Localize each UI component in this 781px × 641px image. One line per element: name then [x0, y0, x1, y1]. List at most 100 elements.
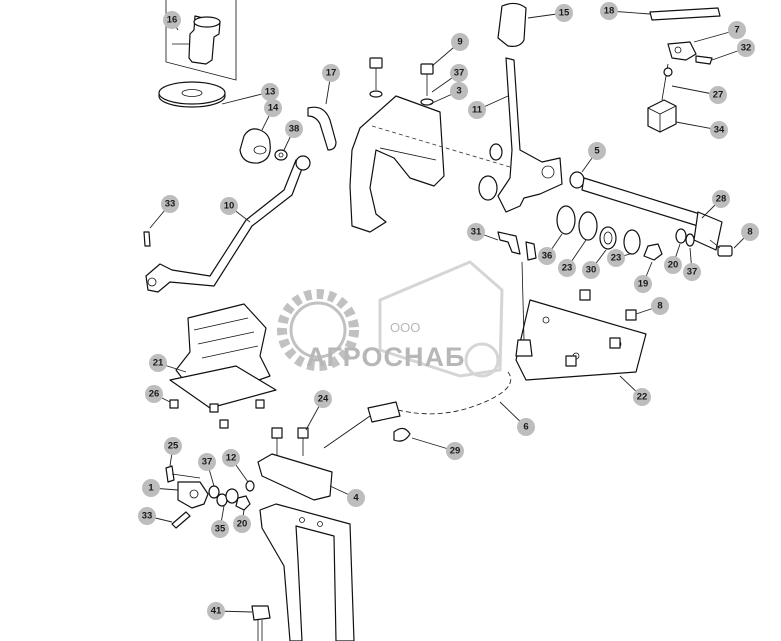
linkage-small: [525, 241, 537, 261]
callout-bubble: [517, 418, 535, 436]
callout-4: 4: [347, 489, 365, 507]
callout-7: 7: [728, 21, 746, 39]
callout-12: 12: [222, 449, 240, 467]
callout-23: 23: [607, 249, 625, 267]
nut-19: [643, 243, 663, 261]
callout-bubble: [264, 99, 282, 117]
callout-bubble: [347, 489, 365, 507]
callout-number: 37: [454, 68, 465, 79]
bolts-24: [271, 427, 309, 456]
callout-16: 16: [163, 11, 181, 29]
callout-number: 20: [237, 519, 248, 530]
washer-left-1: [478, 175, 498, 201]
callout-37: 37: [450, 64, 468, 82]
screws-26: [169, 399, 265, 429]
part-7-latch: [667, 41, 697, 61]
callout-18: 18: [600, 2, 618, 20]
callout-37: 37: [683, 263, 701, 281]
callout-number: 23: [562, 263, 573, 274]
callout-bubble: [149, 354, 167, 372]
part-11-shift-lever: [497, 57, 563, 213]
callout-bubble: [285, 120, 303, 138]
callout-number: 22: [637, 392, 648, 403]
callout-bubble: [450, 64, 468, 82]
callout-bubble: [211, 520, 229, 538]
watermark: ООО АГРОСНАБ: [277, 260, 504, 378]
callout-21: 21: [149, 354, 167, 372]
bolt-top-left: [369, 57, 383, 98]
watermark-company-name: АГРОСНАБ: [306, 342, 465, 372]
callout-20: 20: [233, 515, 251, 533]
callout-bubble: [558, 259, 576, 277]
callout-33: 33: [138, 507, 156, 525]
callout-bubble: [222, 449, 240, 467]
washer-23b: [623, 229, 641, 255]
callout-bubble: [451, 33, 469, 51]
callout-30: 30: [582, 261, 600, 279]
bolt-top-right: [420, 63, 434, 106]
part-16-knob: [172, 15, 221, 65]
callout-bubble: [207, 602, 225, 620]
callout-8: 8: [741, 223, 759, 241]
bolt-41: [251, 605, 271, 641]
watermark-harvester-icon: [378, 260, 504, 378]
callout-bubble: [728, 21, 746, 39]
part-31-clip: [497, 231, 521, 255]
callout-number: 16: [167, 15, 178, 26]
callout-3: 3: [450, 82, 468, 100]
bolt-25: [165, 465, 201, 483]
callout-number: 14: [268, 103, 279, 114]
callout-bubble: [588, 142, 606, 160]
callout-number: 13: [265, 87, 276, 98]
callout-number: 33: [142, 511, 153, 522]
nut-20b: [235, 495, 251, 511]
callout-bubble: [450, 82, 468, 100]
callout-number: 6: [523, 422, 528, 433]
callout-number: 23: [611, 253, 622, 264]
callout-number: 19: [638, 279, 649, 290]
callout-13: 13: [261, 83, 279, 101]
callout-9: 9: [451, 33, 469, 51]
callout-bubble: [710, 121, 728, 139]
callout-bubble: [314, 390, 332, 408]
callout-number: 9: [457, 37, 462, 48]
callout-number: 4: [353, 493, 359, 504]
callout-36: 36: [538, 247, 556, 265]
callout-number: 3: [456, 86, 461, 97]
washer-35: [216, 488, 239, 507]
part-28-shaft: [581, 177, 723, 251]
callout-bubble: [233, 515, 251, 533]
part-10-rod: [145, 155, 311, 293]
callout-number: 35: [215, 524, 226, 535]
callout-bubble: [664, 256, 682, 274]
callout-number: 34: [714, 125, 725, 136]
callout-bubble: [600, 2, 618, 20]
callout-bubble: [142, 479, 160, 497]
callout-bubble: [261, 83, 279, 101]
callout-31: 31: [467, 223, 485, 241]
callout-number: 10: [224, 201, 235, 212]
callout-bubble: [709, 86, 727, 104]
part-1-arm: [177, 481, 209, 509]
callout-number: 29: [450, 446, 461, 457]
main-bracket: [349, 95, 521, 233]
callout-bubble: [446, 442, 464, 460]
part-32-pin: [695, 55, 713, 65]
callout-bubble: [555, 4, 573, 22]
callout-28: 28: [712, 190, 730, 208]
callout-bubble: [607, 249, 625, 267]
callout-22: 22: [633, 388, 651, 406]
callout-35: 35: [211, 520, 229, 538]
part-15-knob: [497, 2, 527, 47]
callout-14: 14: [264, 99, 282, 117]
callout-number: 15: [559, 8, 570, 19]
callout-bubble: [198, 453, 216, 471]
callout-number: 8: [747, 227, 752, 238]
callout-number: 12: [226, 453, 237, 464]
lower-bracket-plate: [259, 503, 355, 641]
callout-bubble: [138, 507, 156, 525]
callout-8: 8: [651, 297, 669, 315]
callout-bubble: [220, 197, 238, 215]
callout-number: 7: [734, 25, 739, 36]
